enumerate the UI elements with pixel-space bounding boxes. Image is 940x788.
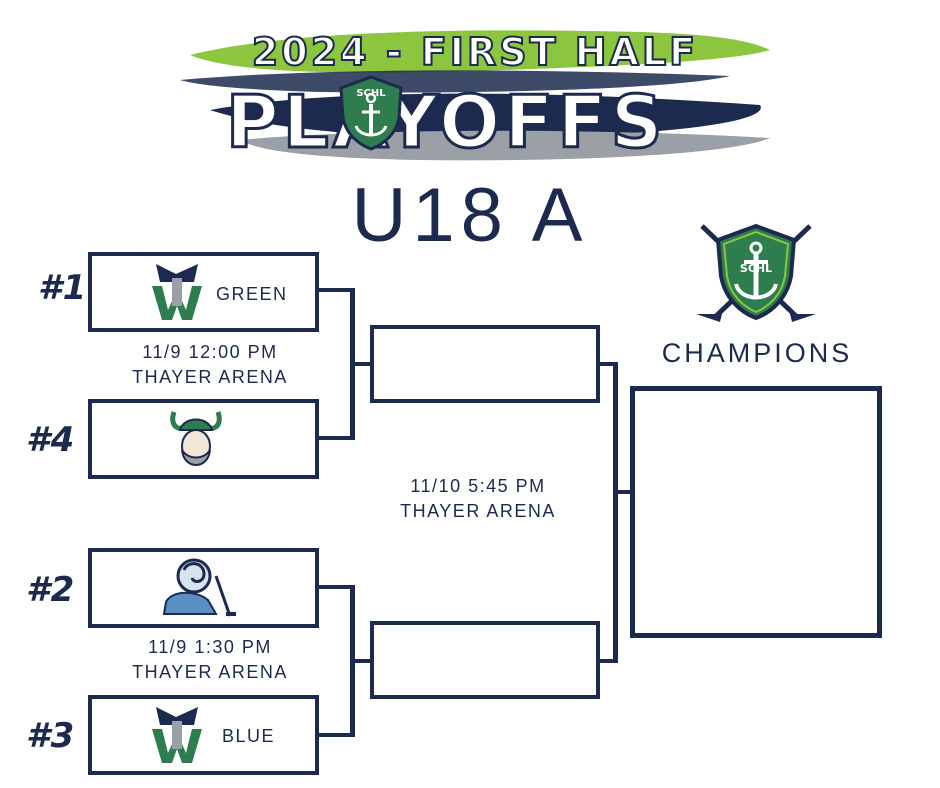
team-name-seed-3: BLUE xyxy=(222,726,276,746)
team-slot-seed-3 xyxy=(88,695,319,775)
game-2-date: 11/9 1:30 PM xyxy=(148,637,272,657)
whalers-logo-icon xyxy=(152,264,202,320)
ram-logo-icon xyxy=(162,558,236,617)
connector-line xyxy=(319,288,354,292)
connector-line xyxy=(319,436,354,440)
schl-anchor-badge-icon xyxy=(339,75,403,151)
schl-champion-badge-icon xyxy=(696,223,816,322)
final-slot-bottom xyxy=(370,621,600,699)
champion-slot xyxy=(630,386,882,638)
connector-line xyxy=(319,585,354,589)
title-top: 2024 - FIRST HALF xyxy=(251,29,699,75)
seed-3: #3 xyxy=(26,716,76,756)
game-1-info: 11/9 12:00 PM THAYER ARENA xyxy=(90,340,330,390)
connector-line xyxy=(350,362,372,366)
seed-2: #2 xyxy=(26,570,76,610)
game-2-venue: THAYER ARENA xyxy=(132,662,288,682)
team-name-seed-1: GREEN xyxy=(216,284,288,304)
game-3-date: 11/10 5:45 PM xyxy=(410,476,546,496)
game-1-venue: THAYER ARENA xyxy=(132,367,288,387)
game-3-info: 11/10 5:45 PM THAYER ARENA xyxy=(360,474,596,524)
connector-line xyxy=(613,490,633,494)
connector-line xyxy=(319,733,354,737)
seed-1: #1 xyxy=(38,268,88,308)
game-1-date: 11/9 12:00 PM xyxy=(142,342,278,362)
badge-text: SCHL xyxy=(356,88,386,99)
champion-badge-text: SCHL xyxy=(739,262,773,275)
champions-label: CHAMPIONS xyxy=(661,338,853,368)
title-main: PLAYOFFS xyxy=(225,79,667,166)
viking-logo-icon xyxy=(170,411,222,466)
connector-line xyxy=(613,362,618,663)
connector-line xyxy=(350,659,372,663)
division-title: U18 A xyxy=(351,173,589,258)
game-3-venue: THAYER ARENA xyxy=(400,501,556,521)
team-slot-seed-1 xyxy=(88,252,319,332)
seed-4: #4 xyxy=(26,420,76,460)
whalers-logo-icon xyxy=(152,707,202,763)
game-2-info: 11/9 1:30 PM THAYER ARENA xyxy=(90,635,330,685)
connector-line xyxy=(600,659,618,663)
final-slot-top xyxy=(370,325,600,403)
connector-line xyxy=(600,362,618,366)
